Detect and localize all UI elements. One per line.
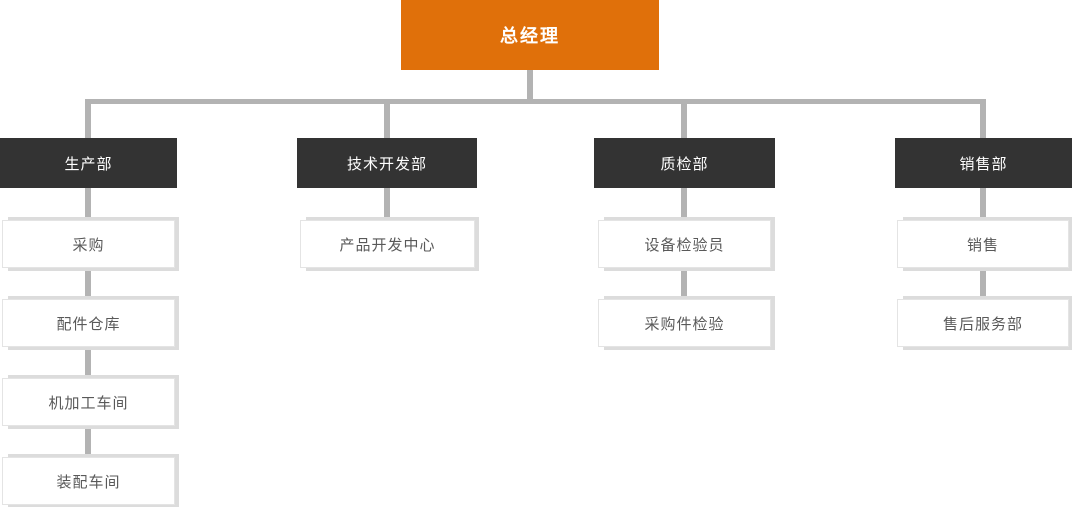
child-node-label: 设备检验员 bbox=[644, 236, 725, 254]
child-node-label: 采购件检验 bbox=[644, 315, 725, 333]
child-node-label: 销售 bbox=[966, 236, 999, 254]
root-node: 总经理 bbox=[401, 0, 659, 70]
connector-drop-quality bbox=[681, 104, 687, 138]
child-node-label: 采购 bbox=[72, 236, 105, 254]
dept-node-label: 技术开发部 bbox=[346, 155, 427, 173]
connector-drop-tech bbox=[384, 104, 390, 138]
child-node: 设备检验员 bbox=[598, 220, 771, 268]
child-node: 销售 bbox=[897, 220, 1069, 268]
connector-line bbox=[681, 188, 687, 220]
child-node: 装配车间 bbox=[2, 457, 175, 505]
connector-line bbox=[85, 268, 91, 299]
connector-drop-production bbox=[85, 104, 91, 138]
connector-line bbox=[384, 188, 390, 220]
dept-node-production: 生产部 bbox=[0, 138, 177, 188]
connector-line bbox=[85, 426, 91, 457]
dept-node-label: 质检部 bbox=[660, 155, 709, 173]
child-node: 机加工车间 bbox=[2, 378, 175, 426]
dept-node-label: 销售部 bbox=[959, 155, 1008, 173]
connector-line bbox=[681, 268, 687, 299]
connector-root-stem bbox=[527, 70, 533, 99]
connector-line bbox=[85, 347, 91, 378]
child-node-label: 产品开发中心 bbox=[339, 236, 436, 254]
root-node-label: 总经理 bbox=[500, 26, 560, 46]
dept-node-label: 生产部 bbox=[64, 155, 113, 173]
connector-drop-sales bbox=[980, 104, 986, 138]
child-node: 产品开发中心 bbox=[300, 220, 475, 268]
connector-line bbox=[85, 188, 91, 220]
dept-node-quality: 质检部 bbox=[594, 138, 775, 188]
dept-node-sales: 销售部 bbox=[895, 138, 1072, 188]
connector-line bbox=[980, 188, 986, 220]
child-node-label: 机加工车间 bbox=[48, 394, 129, 412]
child-node: 配件仓库 bbox=[2, 299, 175, 347]
child-node-label: 装配车间 bbox=[56, 473, 121, 491]
child-node: 售后服务部 bbox=[897, 299, 1069, 347]
connector-line bbox=[980, 268, 986, 299]
child-node-label: 售后服务部 bbox=[942, 315, 1023, 333]
child-node: 采购件检验 bbox=[598, 299, 771, 347]
dept-node-tech: 技术开发部 bbox=[297, 138, 477, 188]
connector-horizontal-bus bbox=[85, 99, 986, 104]
child-node-label: 配件仓库 bbox=[56, 315, 121, 333]
child-node: 采购 bbox=[2, 220, 175, 268]
